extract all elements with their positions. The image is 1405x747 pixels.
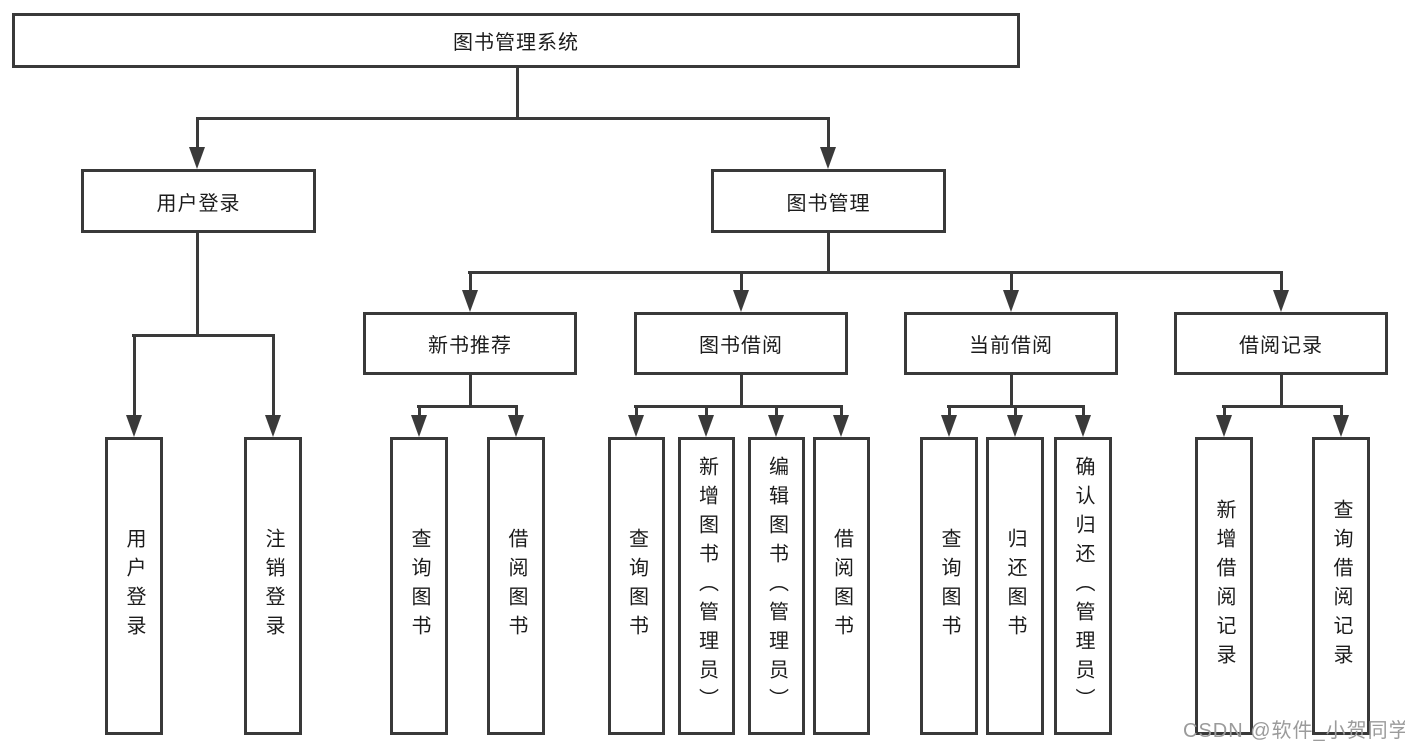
connector-line: [515, 405, 518, 418]
connector-line: [469, 271, 472, 292]
arrow-down-icon: [833, 415, 849, 437]
node-current-borrow: 当前借阅: [904, 312, 1118, 375]
connector-line: [1014, 405, 1017, 418]
leaf-add-book-admin: 新增图书（管理员）: [678, 437, 735, 735]
arrow-down-icon: [941, 415, 957, 437]
leaf-borrow-book-1: 借阅图书: [487, 437, 545, 735]
leaf-query-book-3: 查询图书: [920, 437, 978, 735]
node-book-borrow: 图书借阅: [634, 312, 848, 375]
connector-line: [418, 405, 421, 418]
connector-line: [516, 68, 519, 120]
arrow-down-icon: [1007, 415, 1023, 437]
connector-line: [196, 118, 199, 149]
node-borrow-record: 借阅记录: [1174, 312, 1388, 375]
arrow-down-icon: [1216, 415, 1232, 437]
arrow-down-icon: [768, 415, 784, 437]
connector-line: [775, 405, 778, 418]
arrow-down-icon: [1273, 290, 1289, 312]
connector-line: [740, 375, 743, 408]
connector-line: [635, 405, 638, 418]
arrow-down-icon: [126, 415, 142, 437]
arrow-down-icon: [1003, 290, 1019, 312]
leaf-query-book-1: 查询图书: [390, 437, 448, 735]
leaf-query-borrow-record: 查询借阅记录: [1312, 437, 1370, 735]
connector-line: [840, 405, 843, 418]
node-root-library-system: 图书管理系统: [12, 13, 1020, 68]
node-new-book-recommend: 新书推荐: [363, 312, 577, 375]
connector-line: [469, 375, 472, 408]
connector-line: [196, 233, 199, 337]
arrow-down-icon: [411, 415, 427, 437]
arrow-down-icon: [698, 415, 714, 437]
arrow-down-icon: [508, 415, 524, 437]
connector-line: [827, 118, 830, 149]
connector-line: [1280, 271, 1283, 292]
arrow-down-icon: [1333, 415, 1349, 437]
csdn-watermark: CSDN @软件_小贺同学: [1183, 720, 1405, 742]
connector-line: [1223, 405, 1226, 418]
arrow-down-icon: [733, 290, 749, 312]
arrow-down-icon: [462, 290, 478, 312]
connector-line: [827, 233, 830, 274]
leaf-user-login: 用户登录: [105, 437, 163, 735]
connector-line: [417, 405, 517, 408]
leaf-return-book: 归还图书: [986, 437, 1044, 735]
connector-line: [948, 405, 951, 418]
connector-line: [1280, 375, 1283, 408]
leaf-confirm-return-admin: 确认归还（管理员）: [1054, 437, 1112, 735]
connector-line: [1010, 271, 1013, 292]
node-user-login: 用户登录: [81, 169, 316, 233]
connector-line: [1222, 405, 1342, 408]
arrow-down-icon: [189, 147, 205, 169]
arrow-down-icon: [265, 415, 281, 437]
leaf-edit-book-admin: 编辑图书（管理员）: [748, 437, 805, 735]
connector-line: [1082, 405, 1085, 418]
connector-line: [132, 334, 275, 337]
leaf-borrow-book-2: 借阅图书: [813, 437, 870, 735]
connector-line: [1010, 375, 1013, 408]
leaf-add-borrow-record: 新增借阅记录: [1195, 437, 1253, 735]
connector-line: [196, 117, 830, 120]
node-book-management: 图书管理: [711, 169, 946, 233]
leaf-logout: 注销登录: [244, 437, 302, 735]
connector-line: [705, 405, 708, 418]
leaf-query-book-2: 查询图书: [608, 437, 665, 735]
connector-line: [272, 334, 275, 417]
connector-line: [634, 405, 842, 408]
connector-line: [468, 271, 1282, 274]
arrow-down-icon: [820, 147, 836, 169]
arrow-down-icon: [628, 415, 644, 437]
connector-line: [1340, 405, 1343, 418]
connector-line: [133, 334, 136, 417]
arrow-down-icon: [1075, 415, 1091, 437]
connector-line: [740, 271, 743, 292]
